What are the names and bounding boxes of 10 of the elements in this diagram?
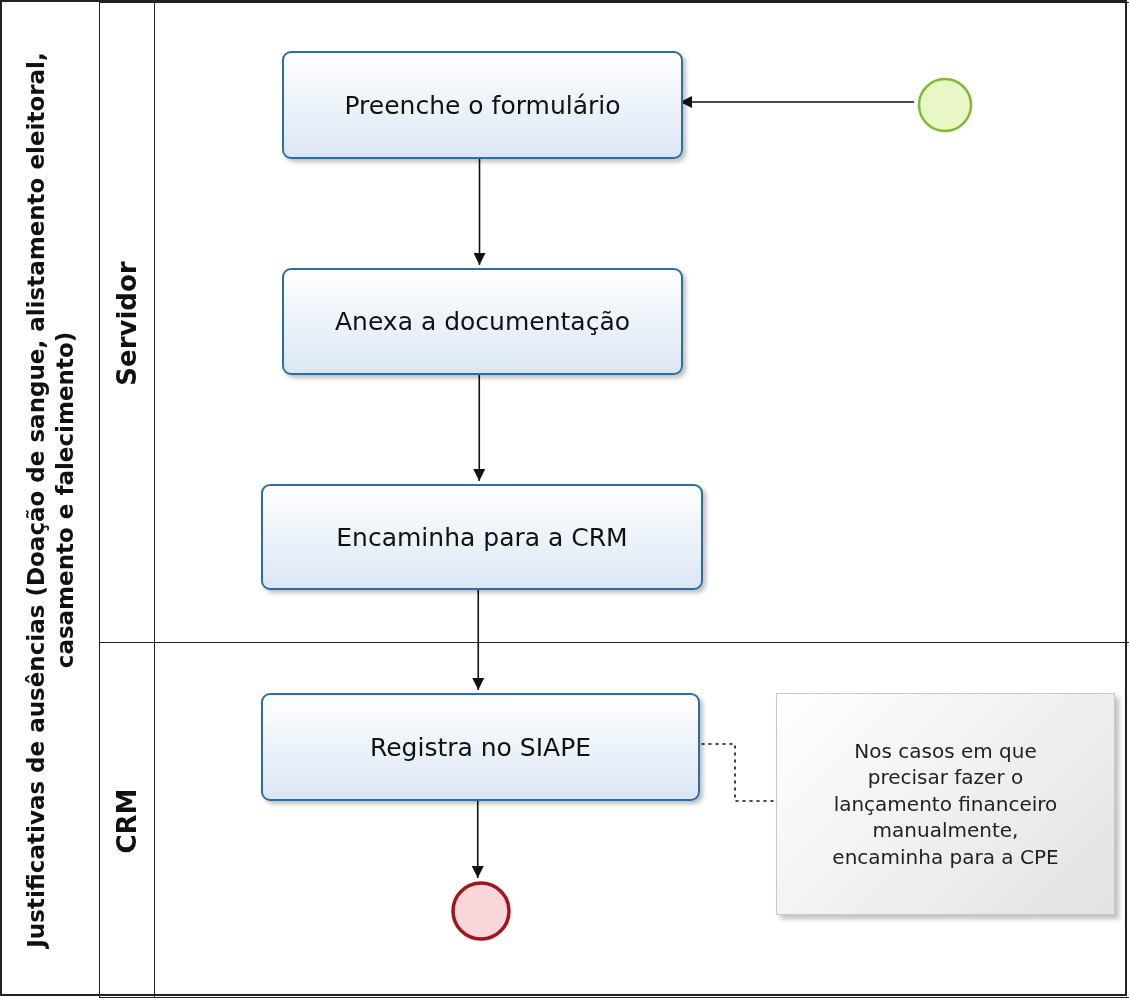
task-box: Anexa a documentação [282, 268, 683, 375]
lane-border [99, 642, 1129, 998]
lane-title: Servidor [111, 260, 143, 388]
annotation-box: Nos casos em que precisar fazer o lançamento financeiro manualmente, encaminha para a CPE [776, 693, 1115, 915]
task-box: Encaminha para a CRM [261, 484, 703, 590]
lane-title: CRM [111, 787, 143, 856]
lane-border [99, 2, 1129, 643]
pool-title: Justificativas de ausências (Doação de sangue, alistamento eleitoral, casamento e falecimento) [21, 51, 79, 951]
task-box: Preenche o formulário [282, 51, 683, 159]
task-box: Registra no SIAPE [261, 693, 700, 801]
